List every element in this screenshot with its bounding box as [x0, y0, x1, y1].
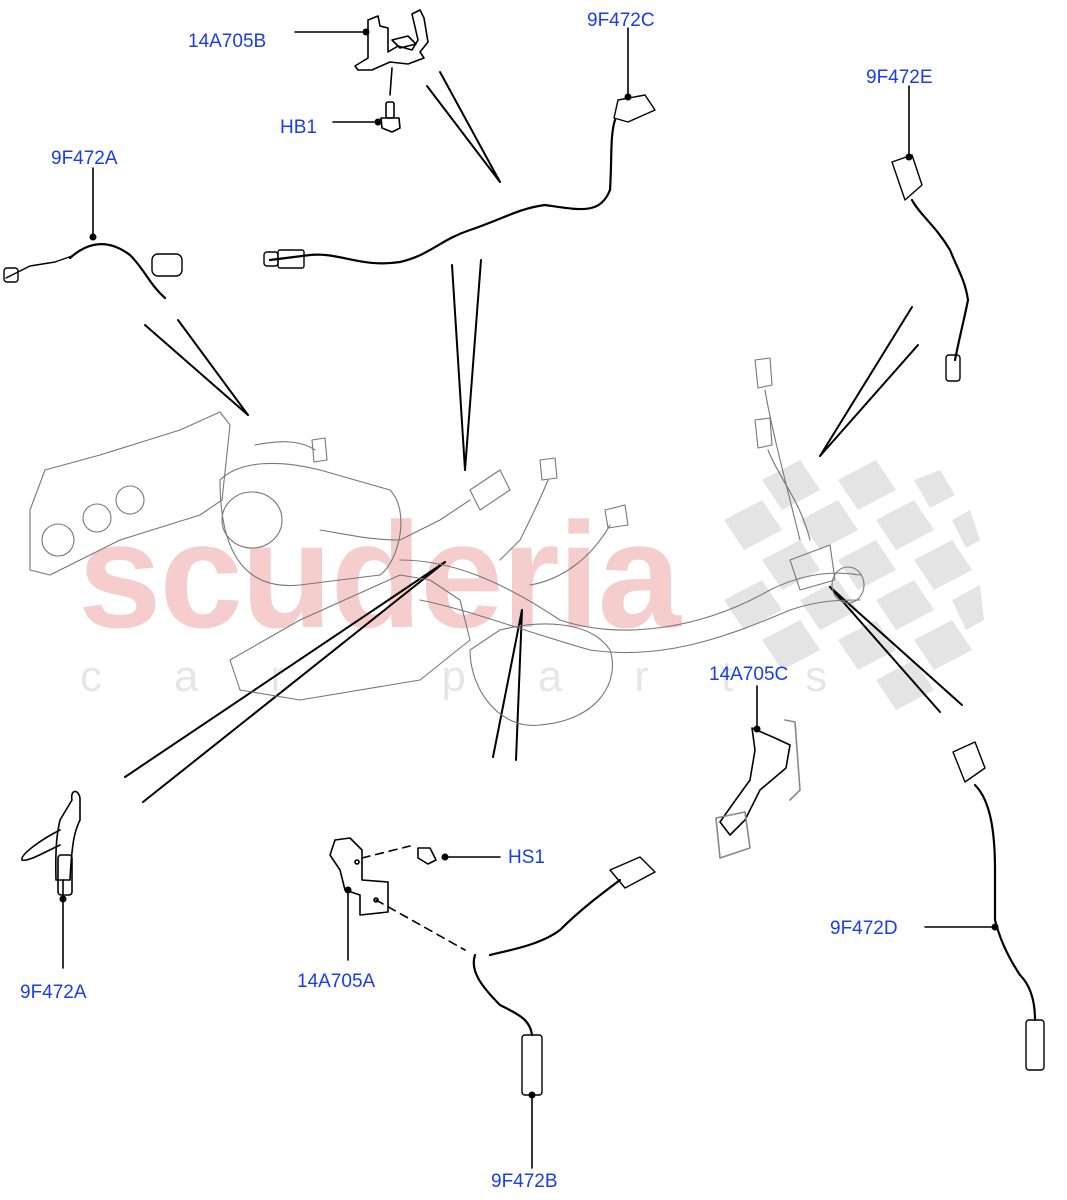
leader-lines — [62, 27, 996, 1169]
watermark-tagline: car parts — [80, 652, 900, 701]
callout-14A705B[interactable]: 14A705B — [188, 31, 267, 52]
callout-9F472C[interactable]: 9F472C — [587, 10, 655, 31]
callout-9F472A-bottom[interactable]: 9F472A — [20, 982, 87, 1003]
bracket-14A705C — [715, 719, 801, 859]
callout-14A705A[interactable]: 14A705A — [297, 971, 376, 992]
exhaust-assembly — [29, 357, 865, 726]
callout-9F472B[interactable]: 9F472B — [491, 1171, 558, 1192]
callout-HS1[interactable]: HS1 — [508, 847, 545, 868]
callout-14A705C[interactable]: 14A705C — [709, 664, 789, 685]
pointer-lines — [124, 71, 963, 803]
sensor-9F472E — [891, 154, 970, 382]
callout-9F472A-top[interactable]: 9F472A — [51, 148, 118, 169]
bracket-14A705B — [354, 9, 429, 96]
screw-HS1 — [417, 847, 437, 865]
bolt-HB1 — [380, 101, 401, 133]
sensor-9F472A-bottom — [21, 790, 81, 896]
sensor-9F472A-top — [3, 243, 183, 300]
callout-HB1[interactable]: HB1 — [280, 117, 317, 138]
bracket-14A705A — [329, 837, 466, 951]
sensor-9F472B — [472, 856, 656, 1096]
callout-9F472D[interactable]: 9F472D — [830, 918, 898, 939]
sensor-9F472C — [263, 94, 656, 269]
callout-9F472E[interactable]: 9F472E — [866, 67, 933, 88]
sensor-9F472D — [952, 741, 1045, 1071]
